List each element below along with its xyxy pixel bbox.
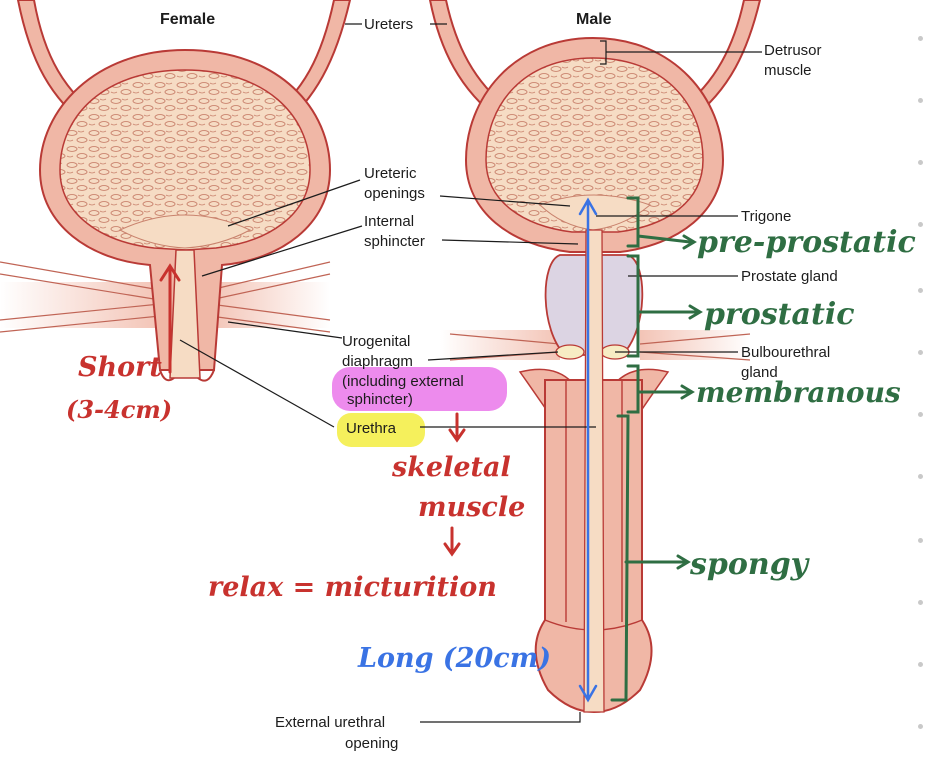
label-uro-3: (including external [342, 373, 464, 390]
label-internal-2: sphincter [364, 233, 425, 250]
male-diagram [428, 0, 762, 714]
female-title: Female [160, 11, 215, 28]
label-ext-2: opening [345, 735, 398, 752]
label-ureteric-1: Ureteric [364, 165, 417, 182]
urethra-segment-brackets [610, 196, 703, 702]
label-uro-4: sphincter) [347, 391, 413, 408]
label-uro-2: diaphragm [342, 353, 413, 370]
label-detrusor-2: muscle [764, 62, 812, 79]
label-ext-1: External urethral [275, 714, 385, 731]
label-prostate: Prostate gland [741, 268, 838, 285]
annotation-relax: relax = micturition [208, 572, 497, 603]
annotation-long: Long (20cm) [357, 643, 551, 674]
label-detrusor-1: Detrusor [764, 42, 822, 59]
label-trigone: Trigone [741, 208, 791, 225]
label-ureteric-2: openings [364, 185, 425, 202]
bulbourethral-gland-left [555, 344, 585, 360]
label-internal-1: Internal [364, 213, 414, 230]
female-diagram [0, 0, 352, 382]
leader-lines [179, 23, 762, 723]
annotation-pre-prostatic: pre-prostatic [697, 225, 916, 260]
label-uro-1: Urogenital [342, 333, 410, 350]
female-diaphragm-left [0, 282, 160, 328]
annotation-prostatic: prostatic [704, 297, 855, 332]
short-arrow [159, 263, 181, 374]
annotation-short: Short [78, 352, 162, 383]
label-bulbo-2: gland [741, 364, 778, 381]
highlight-pink [332, 367, 507, 411]
annotation-membranous: membranous [696, 376, 901, 409]
female-urethra [169, 249, 201, 379]
male-title: Male [576, 11, 612, 28]
female-diaphragm-right [210, 282, 330, 328]
annotation-spongy: spongy [689, 547, 811, 582]
long-arrow [578, 197, 598, 703]
annotation-muscle: muscle [418, 492, 525, 523]
annotation-skeletal: skeletal [391, 452, 511, 483]
annotation-short-length: (3-4cm) [66, 395, 172, 424]
label-urethra: Urethra [346, 420, 397, 437]
label-bulbo-1: Bulbourethral [741, 344, 830, 361]
highlight-yellow [337, 413, 425, 447]
label-ureters: Ureters [364, 16, 413, 33]
page-scroll-rail [898, 0, 938, 760]
